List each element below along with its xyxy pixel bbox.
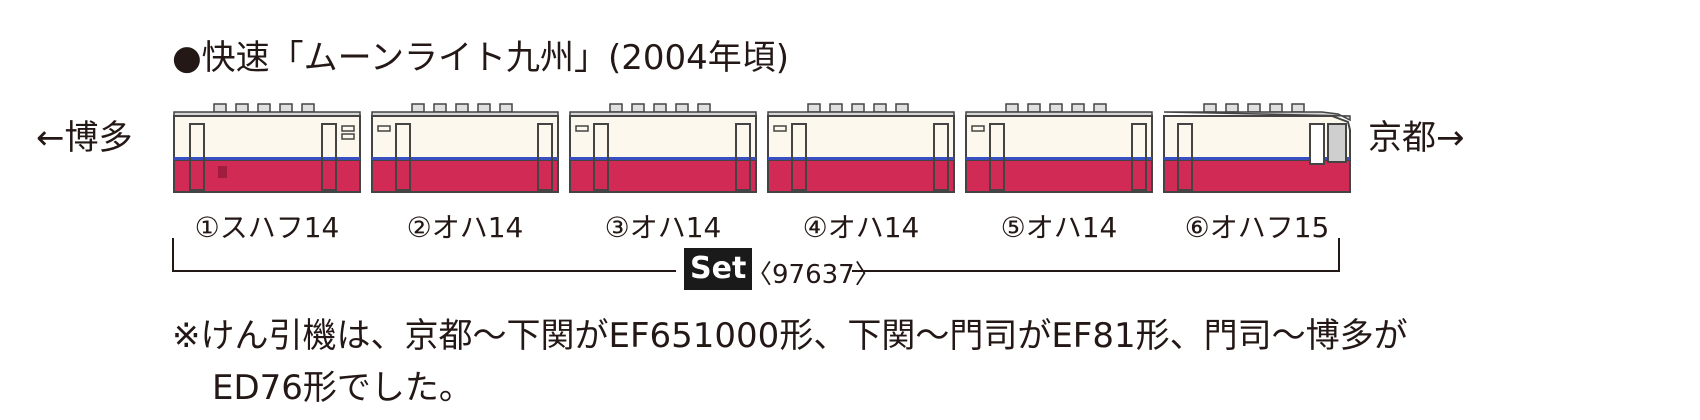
car-label-1: ①スハフ14 [194, 211, 340, 244]
traction-note-line-2: ED76形でした。 [212, 368, 473, 408]
train-car-2 [370, 100, 560, 196]
car-label-4: ④オハ14 [802, 211, 920, 244]
set-bracket-left-tick [172, 238, 174, 272]
diagram-title: ●快速「ムーンライト九州」(2004年頃) [172, 38, 790, 78]
car-label-2: ②オハ14 [406, 211, 524, 244]
train-car-3 [568, 100, 758, 196]
set-bracket-right-tick [1338, 238, 1340, 272]
train-car-5 [964, 100, 1154, 196]
direction-right-label: 京都→ [1368, 118, 1465, 158]
train-car-6 [1162, 100, 1352, 196]
set-bracket-line-right [852, 270, 1340, 272]
train-car-4 [766, 100, 956, 196]
car-label-3: ③オハ14 [604, 211, 722, 244]
car-label-5: ⑤オハ14 [1000, 211, 1118, 244]
direction-left-label: ←博多 [36, 118, 133, 158]
set-bracket-line-left [172, 270, 676, 272]
car-label-6: ⑥オハフ15 [1184, 211, 1330, 244]
train-car-1 [172, 100, 362, 196]
set-product-code: 〈97637〉 [746, 260, 881, 290]
set-badge: Set [684, 248, 753, 290]
traction-note-line-1: ※けん引機は、京都〜下関がEF651000形、下関〜門司がEF81形、門司〜博多… [172, 316, 1408, 356]
